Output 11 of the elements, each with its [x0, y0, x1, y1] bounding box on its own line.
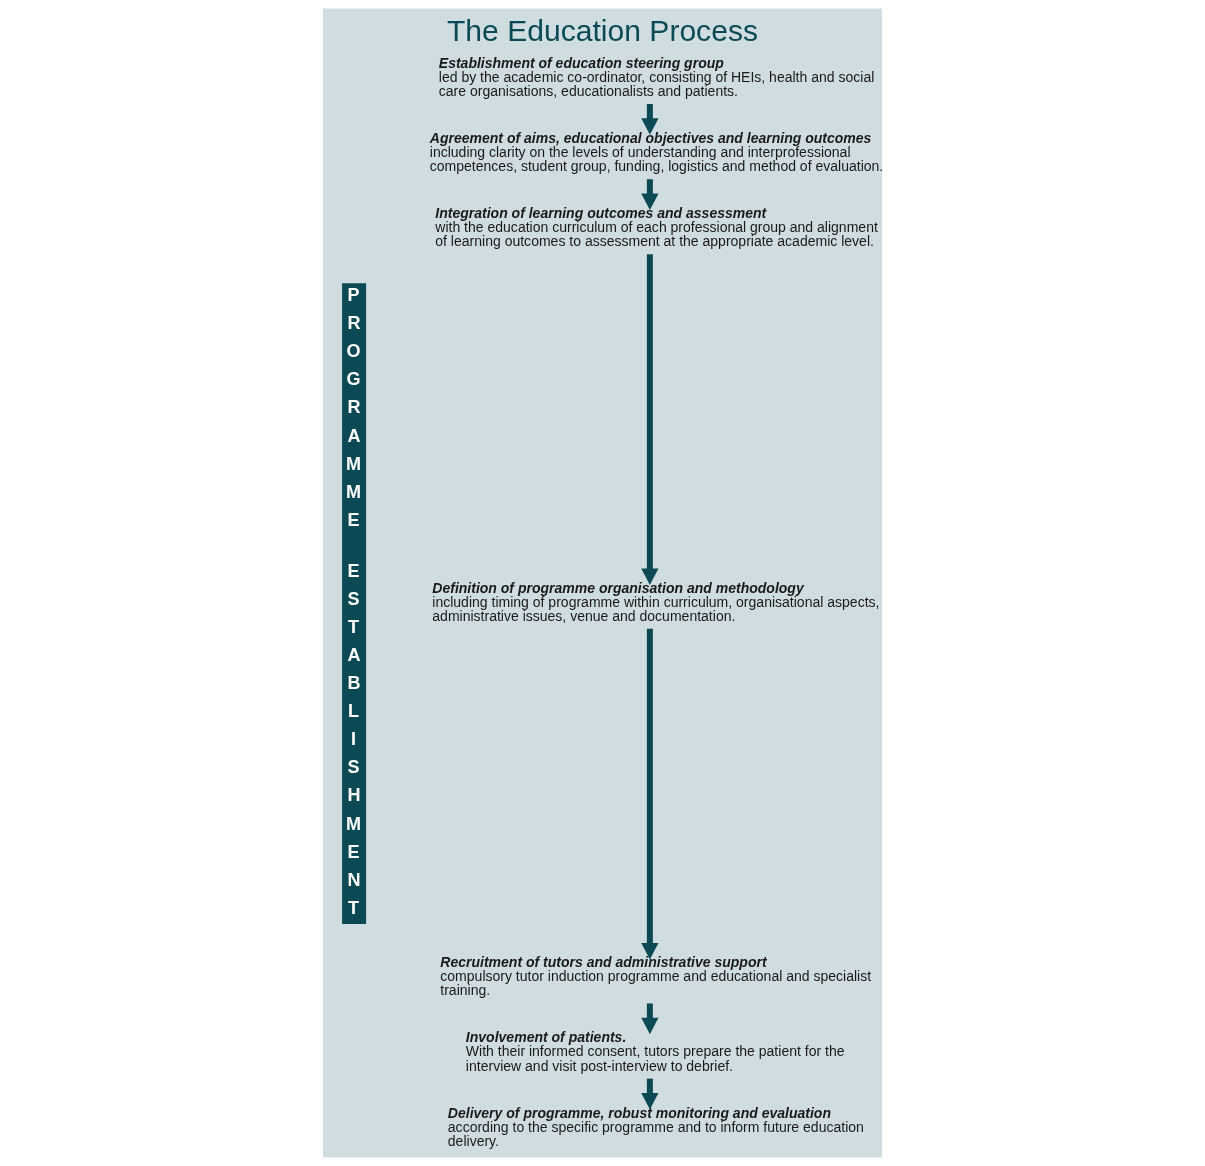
node-text: Involvement of patients. With their informed consent, tutors prepare the patient for the interview and visit post-interview to debrief. [465, 1029, 845, 1074]
node-text: Definition of programme organisation and methodology including timing of programme within curriculum, organisational aspects, administrative issues, venue and documentation. [432, 579, 880, 624]
node-text: Integration of learning outcomes and assessment with the education curriculum of each professional group and alignment of learning outcomes to assessment at the appropriate academic level. [435, 205, 878, 250]
diagram-title: The Education Process [447, 13, 758, 47]
label: PROGRAMME ESTABLISHMENT [346, 285, 362, 918]
node-text: Agreement of aims, educational objectives and learning outcomes including clarity on the levels of understanding and interprofessional competences, student group, funding, logistics and method of evaluation. [429, 130, 884, 175]
node-text: Establishment of education steering group led by the academic co-ordinator, consisting of HEIs, health and social care organisations, educationalists and patients. [438, 54, 875, 99]
node-text: Recruitment of tutors and administrative support compulsory tutor induction programme and educational and specialist training. [440, 954, 872, 999]
node-text: Delivery of programme, robust monitoring and evaluation according to the specific programme and to inform future education delivery. [447, 1104, 864, 1149]
arrow [641, 254, 659, 585]
arrow [641, 628, 659, 960]
